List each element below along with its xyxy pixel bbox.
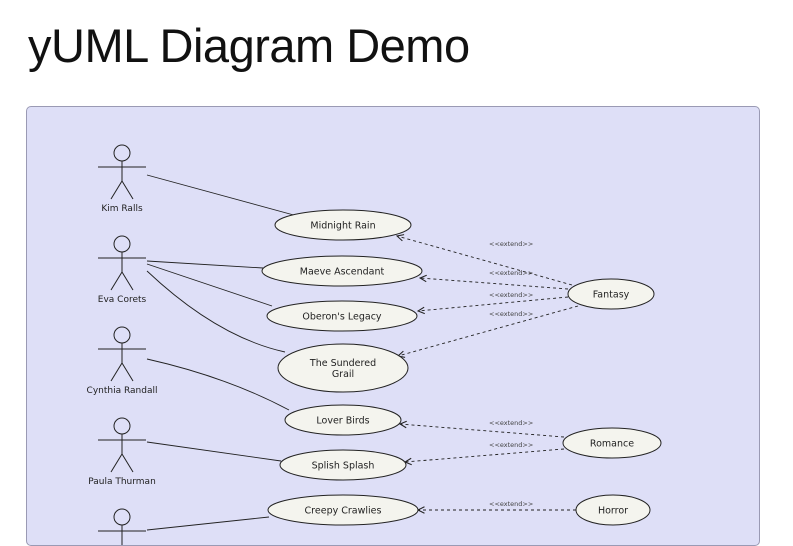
association-cynthia-lover bbox=[146, 358, 290, 411]
use-case-label: The Sundered bbox=[309, 358, 376, 369]
use-case-creepy: Creepy Crawlies bbox=[267, 494, 419, 526]
use-case-label: Fantasy bbox=[593, 290, 630, 301]
association-eva-maeve bbox=[146, 260, 264, 269]
association-eva-sundered bbox=[146, 270, 286, 353]
extend-label: <<extend>> bbox=[489, 310, 533, 318]
association-paula-splish bbox=[146, 441, 282, 462]
extend-label: <<extend>> bbox=[489, 419, 533, 427]
use-case-label: Midnight Rain bbox=[310, 221, 375, 232]
actor-label: Cynthia Randall bbox=[87, 386, 158, 396]
use-case-label: Creepy Crawlies bbox=[305, 506, 382, 517]
use-case-splish: Splish Splash bbox=[279, 449, 407, 481]
actor-eva: Eva Corets bbox=[98, 235, 147, 305]
use-case-label: Oberon's Legacy bbox=[302, 312, 382, 323]
extend-label: <<extend>> bbox=[489, 291, 533, 299]
use-case-lover: Lover Birds bbox=[284, 404, 402, 436]
use-case-label: Maeve Ascendant bbox=[300, 267, 385, 278]
use-case-oberon: Oberon's Legacy bbox=[266, 300, 418, 332]
actor-label: Kim Ralls bbox=[101, 204, 143, 214]
extend-arrow-fantasy-maeve bbox=[420, 278, 569, 290]
use-case-diagram: <<extend>> <<extend>> <<extend>> <<extend>>… bbox=[87, 144, 662, 545]
actor-kim: Kim Ralls bbox=[98, 144, 146, 214]
association-kim-midnight bbox=[146, 174, 302, 218]
use-case-label: Splish Splash bbox=[312, 461, 375, 472]
extend-arrow-fantasy-sundered bbox=[398, 305, 579, 356]
actor-paula: Paula Thurman bbox=[88, 417, 156, 487]
extend-label: <<extend>> bbox=[489, 269, 533, 277]
use-case-fantasy: Fantasy bbox=[567, 278, 655, 310]
extend-label: <<extend>> bbox=[489, 240, 533, 248]
actor-cynthia: Cynthia Randall bbox=[87, 326, 158, 396]
extend-arrow-fantasy-midnight bbox=[397, 236, 573, 286]
use-case-label: Lover Birds bbox=[316, 416, 369, 427]
association-actor5-creepy bbox=[146, 516, 270, 531]
use-case-horror: Horror bbox=[575, 494, 651, 526]
use-case-label: Horror bbox=[598, 506, 628, 517]
page-title: yUML Diagram Demo bbox=[28, 19, 470, 72]
extend-arrow-romance-splish bbox=[405, 448, 565, 462]
extend-label: <<extend>> bbox=[489, 441, 533, 449]
use-case-label: Grail bbox=[332, 369, 354, 380]
actor-label: Eva Corets bbox=[98, 295, 147, 305]
extend-arrow-fantasy-oberon bbox=[418, 296, 569, 311]
actor-label: Paula Thurman bbox=[88, 477, 156, 487]
use-case-romance: Romance bbox=[562, 427, 662, 459]
extend-label: <<extend>> bbox=[489, 500, 533, 508]
use-case-label: Romance bbox=[590, 439, 634, 450]
extend-arrow-romance-lover bbox=[400, 424, 565, 438]
use-case-maeve: Maeve Ascendant bbox=[261, 255, 423, 287]
association-eva-oberon bbox=[146, 263, 273, 307]
actor-actor5 bbox=[98, 508, 146, 545]
diagram-panel: <<extend>> <<extend>> <<extend>> <<extend>>… bbox=[26, 106, 760, 546]
use-case-midnight: Midnight Rain bbox=[274, 209, 412, 241]
